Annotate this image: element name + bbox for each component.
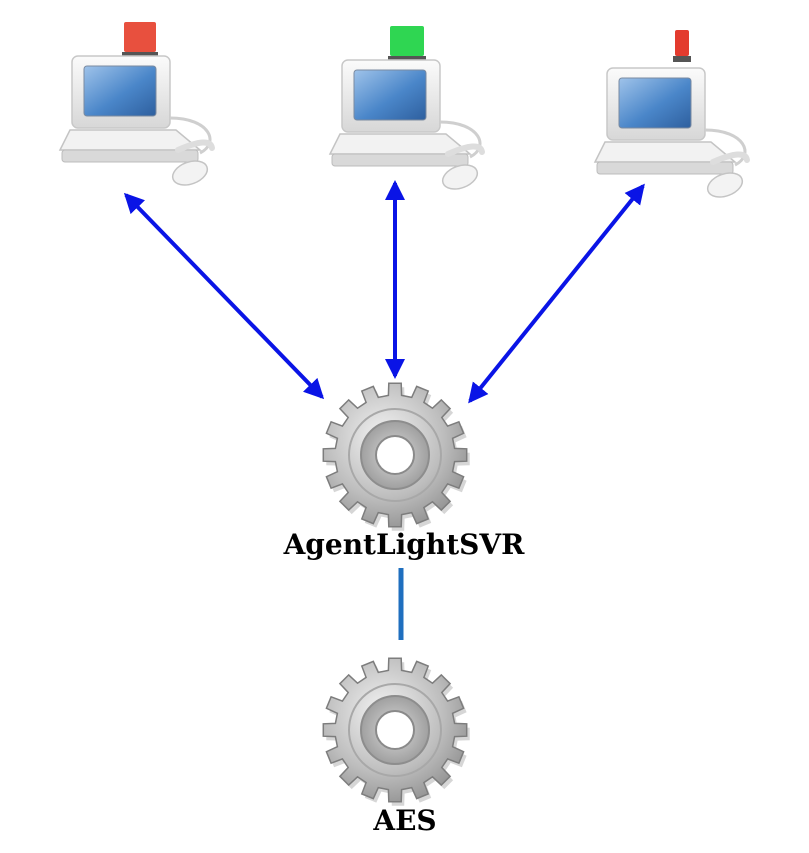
gear-icon [322, 657, 470, 806]
computer-icon [328, 59, 485, 190]
computer-icon [593, 67, 750, 198]
status-light [388, 26, 426, 62]
status-light [673, 30, 691, 62]
server-label: AgentLightSVR [283, 528, 525, 561]
aes-label: AES [373, 804, 437, 837]
connector-arrow-3 [468, 183, 645, 404]
computer-icon [58, 55, 215, 186]
gear-icon [322, 382, 470, 531]
connector-arrow-1 [123, 192, 325, 400]
status-light [122, 22, 158, 58]
workstation-2 [328, 26, 485, 190]
workstation-3 [593, 30, 750, 198]
workstation-1 [58, 22, 215, 186]
